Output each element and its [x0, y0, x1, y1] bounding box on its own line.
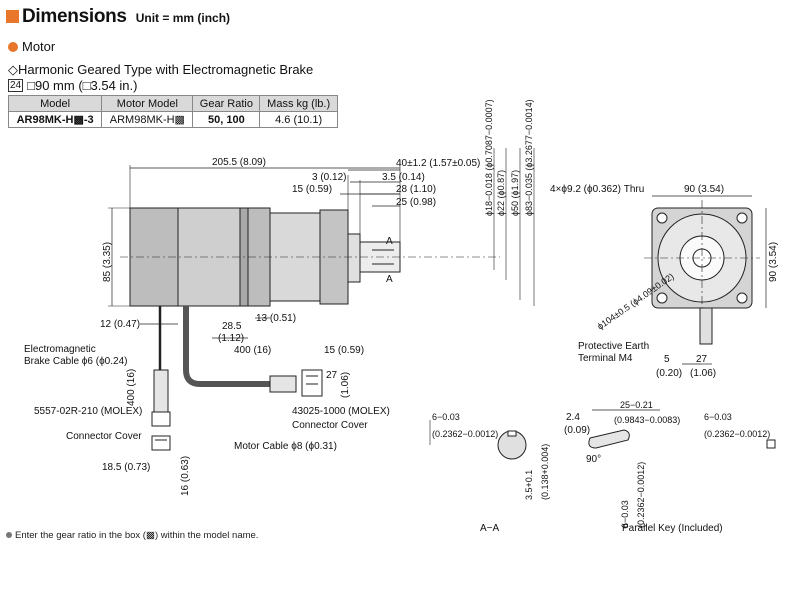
parallel-key	[588, 409, 776, 449]
dim-length: 205.5 (8.09)	[212, 157, 266, 168]
table-cell: 50, 100	[192, 111, 261, 128]
dimension-lines	[111, 167, 400, 339]
frame-size: 24 □90 mm (□3.54 in.)	[8, 78, 137, 93]
dim-holes: 4×ϕ9.2 (ϕ0.362) Thru	[550, 184, 644, 195]
brake-cable	[151, 306, 171, 451]
dim-phi22: ϕ22 (ϕ0.87)	[496, 170, 506, 216]
brake-cable-label-2: Brake Cable ϕ6 (ϕ0.24)	[24, 356, 127, 367]
key-length-inch: (0.9843−0.0083)	[614, 415, 680, 425]
dim-1-12: (1.12)	[218, 333, 244, 344]
section-aa-title: A−A	[480, 523, 500, 534]
dim-25: 25 (0.98)	[396, 197, 436, 208]
section-label: Motor	[22, 39, 56, 54]
dim-0-20: (0.20)	[656, 368, 682, 379]
key-width-2-inch: (0.2362−0.0012)	[704, 429, 770, 439]
dim-13: 13 (0.51)	[256, 313, 296, 324]
table-cell: ARM98MK-H▩	[101, 111, 194, 128]
square-bullet-icon	[6, 10, 19, 23]
dim-15-connector: 15 (0.59)	[324, 345, 364, 356]
shaft-section-aa	[429, 420, 527, 460]
table-header-row: Model Motor Model Gear Ratio Mass kg (lb…	[7, 95, 338, 112]
brake-cable-label-1: Electromagnetic	[24, 344, 96, 355]
dim-85: 85 (3.35)	[102, 242, 113, 282]
section-heading: Motor	[8, 39, 55, 54]
dim-28: 28 (1.10)	[396, 184, 436, 195]
earth-label-1: Protective Earth	[578, 341, 649, 352]
dim-18-5: 18.5 (0.73)	[102, 462, 150, 473]
key-width-2: 6−0.03	[704, 412, 732, 422]
key-height-inch: (0.2362−0.0012)	[636, 462, 646, 528]
circle-bullet-icon	[8, 41, 18, 52]
dim-3-5: 3.5 (0.14)	[382, 172, 425, 183]
footnote: Enter the gear ratio in the box (▩) with…	[6, 530, 258, 541]
unit-label: Unit = mm (inch)	[135, 11, 231, 25]
table-header: Model	[7, 95, 103, 112]
frame-text: □90 mm (□3.54 in.)	[27, 78, 138, 93]
dim-shaft-length: 40±1.2 (1.57±0.05)	[396, 158, 480, 169]
dim-27-front: 27	[696, 354, 708, 365]
key-length: 25−0.21	[620, 400, 653, 410]
earth-label-2: Terminal M4	[578, 353, 633, 364]
dim-1-06: (1.06)	[340, 372, 351, 398]
page-title: Dimensions	[22, 6, 127, 27]
motor-cable-label: Motor Cable ϕ8 (ϕ0.31)	[234, 441, 337, 452]
key-height: 6−0.03	[620, 500, 630, 528]
section-mark-a-bottom: A	[386, 274, 393, 285]
frame-badge: 24	[8, 79, 24, 92]
parallel-key-title: Parallel Key (Included)	[622, 523, 723, 534]
key-width-1: 6−0.03	[432, 412, 460, 422]
dim-90-top: 90 (3.54)	[684, 184, 724, 195]
motor-cable	[183, 306, 323, 397]
key-angle: 90°	[586, 454, 601, 465]
spec-table: Model Motor Model Gear Ratio Mass kg (lb…	[7, 95, 338, 128]
dim-15: 15 (0.59)	[292, 184, 332, 195]
dim-phi83: ϕ83−0.035 (ϕ3.2677−0.0014)	[524, 99, 534, 216]
bullet-icon	[6, 532, 12, 538]
dim-400-motor: 400 (16)	[234, 345, 271, 356]
dim-90-side: 90 (3.54)	[768, 242, 779, 282]
footnote-text: Enter the gear ratio in the box (▩) with…	[15, 530, 259, 541]
table-header: Motor Model	[101, 95, 194, 112]
key-2-4: 2.4	[566, 412, 580, 423]
motor-connector-label: 43025-1000 (MOLEX)	[292, 406, 390, 417]
motor-side-view	[120, 207, 500, 307]
header: Dimensions Unit = mm (inch)	[6, 6, 230, 28]
table-cell: AR98MK-H▩-3	[7, 111, 103, 128]
table-header: Mass kg (lb.)	[259, 95, 338, 112]
motor-cover-label: Connector Cover	[292, 420, 368, 431]
table-cell: 4.6 (10.1)	[259, 111, 338, 128]
dim-400-brake: 400 (16)	[126, 369, 137, 406]
dim-phi50: ϕ50 (ϕ1.97)	[510, 170, 520, 216]
motor-front-view	[644, 195, 767, 365]
key-width-1-inch: (0.2362−0.0012)	[432, 429, 498, 439]
dim-27: 27	[326, 370, 338, 381]
dim-3: 3 (0.12)	[312, 172, 346, 183]
table-row: AR98MK-H▩-3 ARM98MK-H▩ 50, 100 4.6 (10.1…	[7, 111, 338, 128]
dim-5: 5	[664, 354, 670, 365]
dim-1-06-front: (1.06)	[690, 368, 716, 379]
dim-16: 16 (0.63)	[180, 456, 191, 496]
key-depth: 3.5+0.1	[524, 470, 534, 500]
dim-phi18: ϕ18−0.018 (ϕ0.7087−0.0007)	[484, 99, 494, 216]
key-depth-inch: (0.138+0.004)	[540, 444, 550, 500]
table-header: Gear Ratio	[192, 95, 261, 112]
type-title: ◇Harmonic Geared Type with Electromagnet…	[8, 62, 314, 77]
dim-12: 12 (0.47)	[100, 319, 140, 330]
brake-connector-label: 5557-02R-210 (MOLEX)	[34, 406, 142, 417]
dim-28-5: 28.5	[222, 321, 242, 332]
section-mark-a-top: A	[386, 236, 393, 247]
brake-cover-label: Connector Cover	[66, 431, 142, 442]
key-0-09: (0.09)	[564, 425, 590, 436]
